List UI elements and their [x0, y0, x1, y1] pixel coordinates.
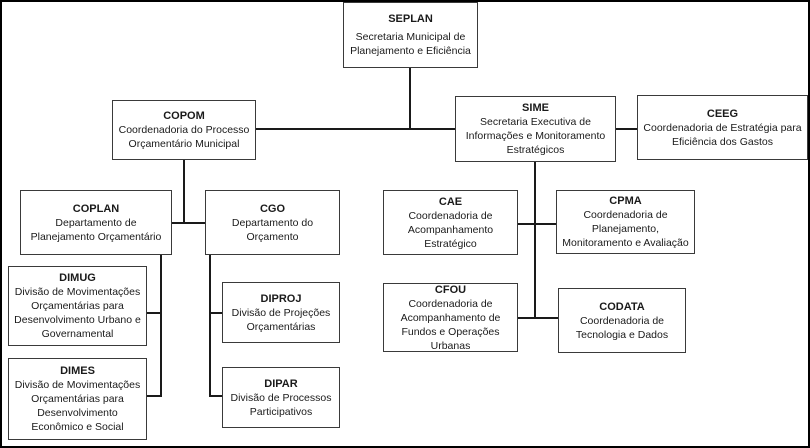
node-full-name: Secretaria Executiva de Informações e Mo…: [465, 116, 606, 156]
node-full-name: Coordenadoria de Tecnologia e Dados: [575, 314, 669, 341]
node-abbr: SEPLAN: [388, 13, 433, 25]
org-node-cae: CAE Coordenadoria de Acompanhamento Estr…: [383, 190, 518, 255]
node-abbr: CPMA: [609, 195, 642, 207]
connector-coplan-spine: [160, 255, 162, 397]
connector-cfou-stub: [518, 317, 536, 319]
connector-sime-spine: [534, 162, 536, 319]
node-abbr: CEEG: [706, 107, 739, 120]
node-abbr: CODATA: [599, 300, 645, 313]
org-node-dimug: DIMUG Divisão de Movimentações Orçamentá…: [8, 266, 147, 346]
connector-cae-stub: [518, 223, 536, 225]
org-node-sime: SIME Secretaria Executiva de Informações…: [455, 96, 616, 162]
connector-dimes-stub: [147, 395, 162, 397]
node-full-name: Divisão de Projeções Orçamentárias: [231, 306, 331, 333]
node-full-name: Coordenadoria de Estratégia para Eficiên…: [643, 121, 802, 148]
node-abbr: DIPROJ: [260, 292, 302, 305]
connector-cpma-stub: [534, 223, 556, 225]
connector-diproj-stub: [209, 312, 223, 314]
connector-codata-stub: [534, 317, 558, 319]
org-node-cpma: CPMA Coordenadoria de Planejamento, Moni…: [556, 190, 695, 254]
node-full-name: Coordenadoria de Planejamento, Monitoram…: [562, 209, 689, 249]
node-abbr: DIMUG: [59, 272, 96, 284]
node-abbr: DIMES: [60, 365, 95, 377]
node-full-name: Divisão de Movimentações Orçamentárias p…: [14, 379, 141, 433]
node-abbr: SIME: [522, 102, 549, 114]
connector-cgo-spine: [209, 255, 211, 397]
connector-copom-sime: [256, 128, 455, 130]
node-full-name: Coordenadoria do Processo Orçamentário M…: [118, 124, 250, 150]
node-full-name: Divisão de Movimentações Orçamentárias p…: [14, 286, 141, 340]
org-node-coplan: COPLAN Departamento de Planejamento Orça…: [20, 190, 172, 255]
node-full-name: Coordenadoria de Acompanhamento de Fundo…: [400, 297, 501, 352]
node-full-name: Coordenadoria de Acompanhamento Estratég…: [407, 209, 494, 250]
node-full-name: Secretaria Municipal de Planejamento e E…: [350, 31, 471, 57]
org-node-dimes: DIMES Divisão de Movimentações Orçamentá…: [8, 358, 147, 440]
org-node-seplan: SEPLAN Secretaria Municipal de Planejame…: [343, 2, 478, 68]
org-node-codata: CODATA Coordenadoria de Tecnologia e Dad…: [558, 288, 686, 353]
node-abbr: CAE: [438, 195, 463, 208]
org-node-cgo: CGO Departamento do Orçamento: [205, 190, 340, 255]
org-node-ceeg: CEEG Coordenadoria de Estratégia para Ef…: [637, 95, 808, 160]
connector-seplan-drop: [409, 68, 411, 129]
node-abbr: DIPAR: [264, 377, 298, 390]
org-node-dipar: DIPAR Divisão de Processos Participativo…: [222, 367, 340, 428]
connector-sime-ceeg: [616, 128, 637, 130]
connector-dimug-stub: [147, 312, 162, 314]
org-node-cfou: CFOU Coordenadoria de Acompanhamento de …: [383, 283, 518, 352]
node-abbr: COPOM: [163, 110, 205, 122]
node-abbr: COPLAN: [72, 202, 120, 215]
node-full-name: Departamento do Orçamento: [231, 216, 314, 243]
node-abbr: CFOU: [434, 283, 467, 296]
connector-copom-drop: [183, 160, 185, 224]
node-full-name: Departamento de Planejamento Orçamentári…: [30, 216, 162, 243]
node-full-name: Divisão de Processos Participativos: [230, 391, 332, 418]
connector-dipar-stub: [209, 395, 223, 397]
node-abbr: CGO: [259, 202, 286, 215]
connector-coplan-cgo: [172, 222, 205, 224]
org-node-copom: COPOM Coordenadoria do Processo Orçament…: [112, 100, 256, 160]
org-node-diproj: DIPROJ Divisão de Projeções Orçamentária…: [222, 282, 340, 343]
